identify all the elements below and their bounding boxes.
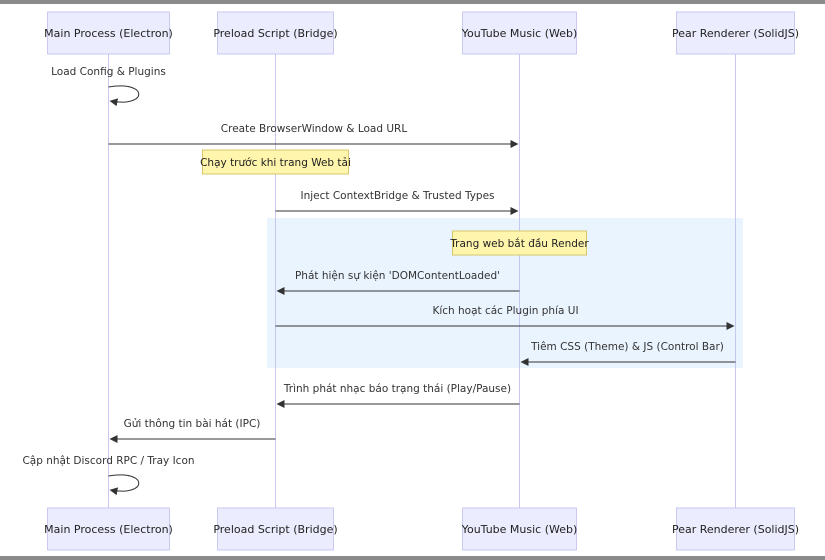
self-loop-arrow	[108, 85, 140, 107]
top-edge-bar	[0, 0, 825, 4]
self-message-label: Cập nhật Discord RPC / Tray Icon	[22, 455, 194, 467]
participant-label: Pear Renderer (SolidJS)	[672, 27, 799, 40]
participant-main-top: Main Process (Electron)	[44, 11, 173, 55]
participant-label: YouTube Music (Web)	[461, 523, 578, 536]
message-label: Create BrowserWindow & Load URL	[221, 123, 408, 135]
participant-web-top: YouTube Music (Web)	[461, 11, 578, 55]
message-label: Inject ContextBridge & Trusted Types	[300, 190, 494, 202]
step-chay-truoc-khi-trang-web-tai: Chạy trước khi trang Web tải	[200, 149, 351, 175]
step-trang-web-bat-au-render: Trang web bắt đầu Render	[449, 230, 589, 256]
step-trinh-phat-nhac-bao-trang-thai-play-paus: Trình phát nhạc báo trạng thái (Play/Pau…	[276, 383, 520, 408]
bottom-edge-bar	[0, 556, 825, 560]
step-tiem-css-theme-js-control-bar: Tiêm CSS (Theme) & JS (Control Bar)	[520, 341, 736, 366]
participant-label: Main Process (Electron)	[44, 523, 173, 536]
participant-web-bottom: YouTube Music (Web)	[461, 507, 578, 551]
participant-label: YouTube Music (Web)	[461, 27, 578, 40]
self-loop-arrow	[108, 474, 140, 496]
step-gui-thong-tin-bai-hat-ipc: Gửi thông tin bài hát (IPC)	[109, 418, 276, 443]
participant-renderer-top: Pear Renderer (SolidJS)	[672, 11, 799, 55]
participant-box	[217, 11, 334, 55]
step-cap-nhat-discord-rpc-tray-icon: Cập nhật Discord RPC / Tray Icon	[22, 455, 195, 496]
note-box	[452, 230, 587, 256]
participant-preload-top: Preload Script (Bridge)	[213, 11, 338, 55]
note-label: Trang web bắt đầu Render	[449, 237, 589, 250]
note-label: Chạy trước khi trang Web tải	[200, 157, 351, 169]
message-label: Kích hoạt các Plugin phía UI	[432, 305, 578, 317]
participant-label: Pear Renderer (SolidJS)	[672, 523, 799, 536]
participant-main-bottom: Main Process (Electron)	[44, 507, 173, 551]
step-create-browserwindow-load-url: Create BrowserWindow & Load URL	[108, 123, 519, 148]
step-kich-hoat-cac-plugin-phia-ui: Kích hoạt các Plugin phía UI	[275, 305, 735, 330]
participant-box	[462, 507, 577, 551]
participant-box	[47, 11, 170, 55]
participant-box	[47, 507, 170, 551]
message-label: Trình phát nhạc báo trạng thái (Play/Pau…	[283, 383, 511, 395]
participant-box	[462, 11, 577, 55]
participant-box	[217, 507, 334, 551]
participant-label: Preload Script (Bridge)	[213, 523, 337, 536]
message-label: Phát hiện sự kiện 'DOMContentLoaded'	[295, 270, 500, 282]
step-phat-hien-su-kien-domcontentloaded: Phát hiện sự kiện 'DOMContentLoaded'	[276, 270, 520, 295]
participant-label: Main Process (Electron)	[44, 27, 173, 40]
participant-preload-bottom: Preload Script (Bridge)	[213, 507, 338, 551]
message-label: Tiêm CSS (Theme) & JS (Control Bar)	[530, 341, 724, 353]
step-inject-contextbridge-trusted-types: Inject ContextBridge & Trusted Types	[275, 190, 519, 215]
message-label: Gửi thông tin bài hát (IPC)	[124, 418, 261, 430]
participant-renderer-bottom: Pear Renderer (SolidJS)	[672, 507, 799, 551]
participant-box	[676, 507, 795, 551]
note-box	[202, 149, 349, 175]
participant-box	[676, 11, 795, 55]
self-message-label: Load Config & Plugins	[51, 66, 166, 78]
participant-label: Preload Script (Bridge)	[213, 27, 337, 40]
step-load-config-plugins: Load Config & Plugins	[51, 66, 166, 107]
